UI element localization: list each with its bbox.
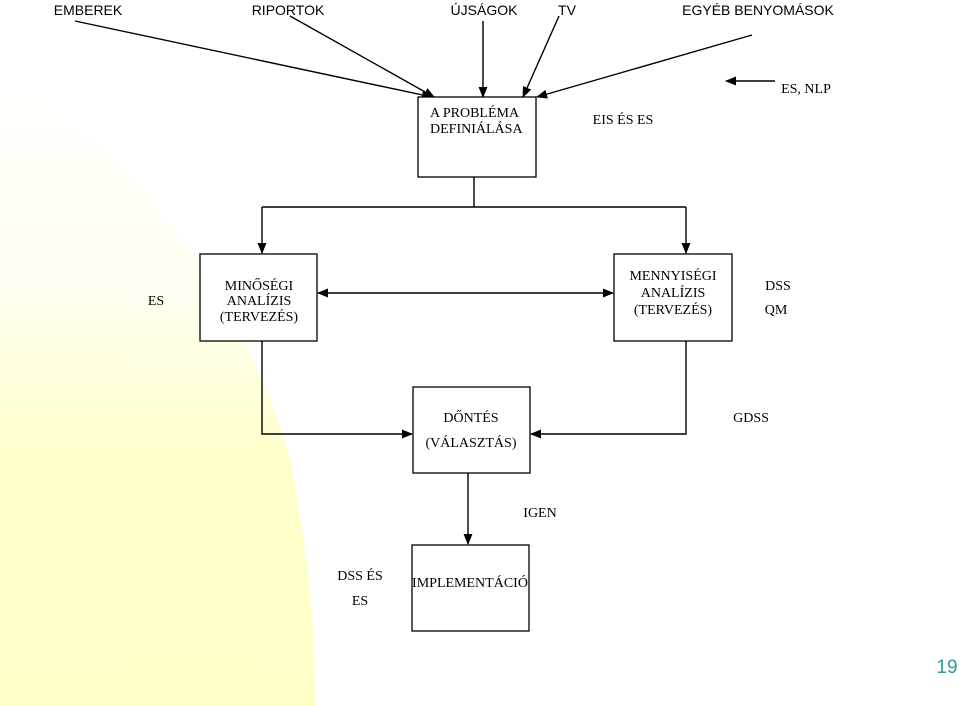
- decision-line2: (VÁLASZTÁS): [426, 434, 517, 451]
- arrow-tv: [522, 15, 560, 99]
- problem-definition-box: [417, 96, 537, 178]
- arrow-quantitative-to-decision: [529, 341, 687, 439]
- quantitative-line3: (TERVEZÉS): [634, 301, 713, 318]
- quantitative-line2: ANALÍZIS: [641, 284, 706, 301]
- implementation-label: IMPLEMENTÁCIÓ: [412, 574, 528, 591]
- arrow-other: [535, 34, 753, 99]
- gdss-label: GDSS: [733, 411, 769, 426]
- arrow-people: [74, 20, 434, 100]
- source-label-people: EMBEREK: [54, 2, 123, 18]
- dss-es-line1: DSS ÉS: [337, 567, 383, 584]
- es-label: ES: [148, 294, 164, 309]
- arrow-reports: [289, 15, 435, 98]
- qm-label: QM: [765, 303, 788, 318]
- eis-es-label: EIS ÉS ES: [593, 111, 654, 128]
- es-nlp-label: ES, NLP: [781, 82, 831, 97]
- page-number: 19: [936, 657, 957, 678]
- quantitative-line1: MENNYISÉGI: [629, 267, 716, 284]
- source-label-reports: RIPORTOK: [252, 2, 325, 18]
- source-label-newspapers: ÚJSÁGOK: [451, 2, 519, 18]
- decision-box: [412, 386, 531, 474]
- decision-line1: DŐNTÉS: [443, 409, 498, 426]
- source-label-other: EGYÉB BENYOMÁSOK: [682, 2, 834, 18]
- igen-label: IGEN: [523, 506, 556, 521]
- dss-es-line2: ES: [352, 594, 368, 609]
- qualitative-line1: MINŐSÉGI: [225, 277, 294, 294]
- qualitative-line3: (TERVEZÉS): [220, 308, 299, 325]
- source-label-tv: TV: [558, 2, 577, 18]
- background-accent-shape: [0, 70, 315, 706]
- dss-label: DSS: [765, 279, 791, 294]
- qualitative-analysis-box: [199, 253, 318, 342]
- implementation-box: [411, 544, 530, 632]
- qualitative-line2: ANALÍZIS: [227, 292, 292, 309]
- problem-box-line2: DEFINIÁLÁSA: [430, 120, 523, 137]
- quantitative-analysis-box: [613, 253, 733, 342]
- arrow-qualitative-to-decision: [261, 341, 414, 439]
- problem-box-line1: A PROBLÉMA: [430, 104, 520, 121]
